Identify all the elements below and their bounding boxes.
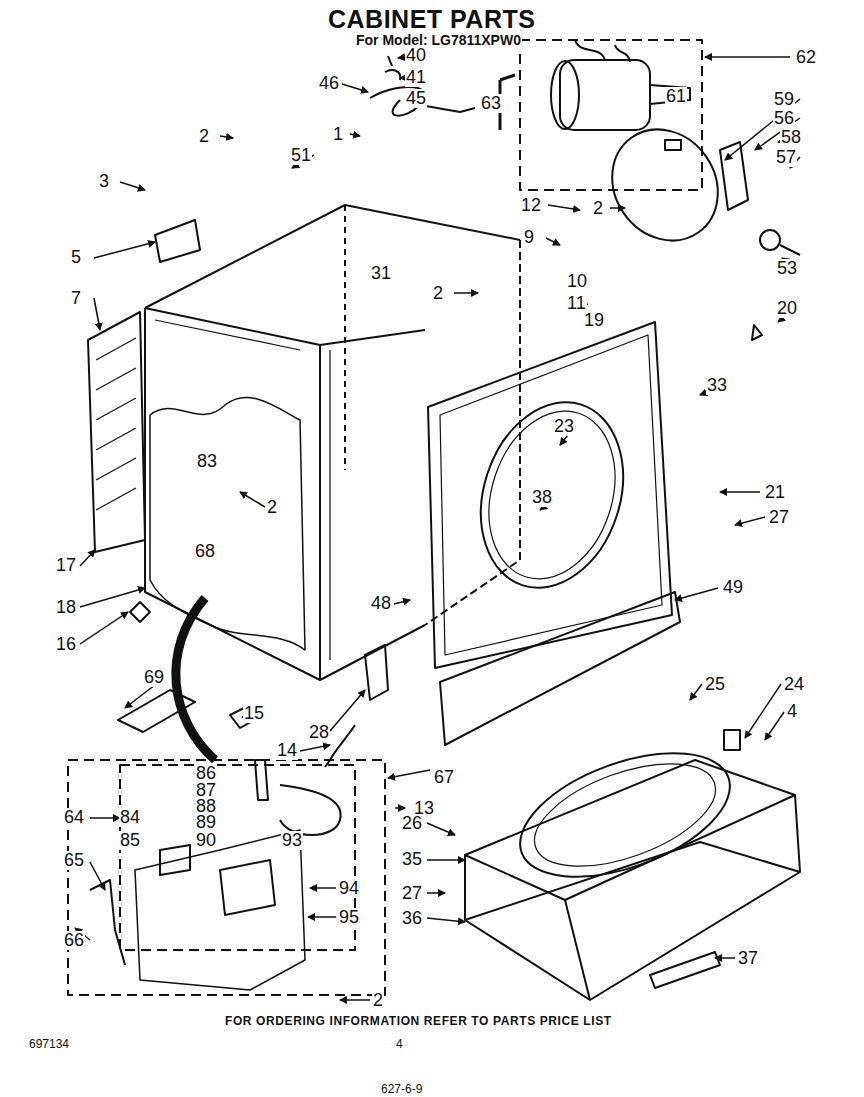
- callout-number: 12: [520, 196, 542, 215]
- callout-number: 1: [332, 125, 344, 144]
- callout-number: 41: [405, 68, 427, 87]
- callout-number: 69: [143, 668, 165, 687]
- callout-number: 17: [55, 556, 77, 575]
- diagram-title: CABINET PARTS: [327, 6, 536, 32]
- callout-number: 48: [370, 594, 392, 613]
- callout-number: 84: [119, 808, 141, 827]
- callout-number: 61: [665, 87, 687, 106]
- callout-number: 58: [780, 128, 802, 147]
- callout-number: 15: [243, 704, 265, 723]
- callout-number: 83: [196, 452, 218, 471]
- page-number: 4: [395, 1038, 404, 1051]
- callout-number: 2: [198, 127, 210, 146]
- callout-number: 16: [55, 635, 77, 654]
- callout-number: 37: [737, 949, 759, 968]
- callout-number: 9: [523, 228, 535, 247]
- callout-number: 33: [706, 376, 728, 395]
- callout-number: 4: [786, 702, 798, 721]
- callout-number: 10: [566, 272, 588, 291]
- callout-number: 23: [553, 417, 575, 436]
- callout-number: 89: [195, 813, 217, 832]
- callout-number: 40: [405, 46, 427, 65]
- callout-number: 51: [290, 146, 312, 165]
- callout-number: 94: [338, 879, 360, 898]
- callout-number: 2: [266, 498, 278, 517]
- callout-number: 18: [55, 598, 77, 617]
- callout-number: 57: [775, 148, 797, 167]
- callout-number: 85: [119, 831, 141, 850]
- callout-number: 62: [795, 48, 817, 67]
- callout-number: 46: [318, 74, 340, 93]
- ordering-note: FOR ORDERING INFORMATION REFER TO PARTS …: [224, 1015, 613, 1028]
- callout-number: 24: [783, 675, 805, 694]
- callout-number: 26: [401, 814, 423, 833]
- callout-number: 93: [281, 831, 303, 850]
- callout-number: 25: [704, 675, 726, 694]
- callout-number: 95: [338, 908, 360, 927]
- callout-number: 45: [405, 89, 427, 108]
- callout-number: 65: [63, 851, 85, 870]
- callout-number: 38: [531, 488, 553, 507]
- callout-number: 2: [372, 991, 384, 1010]
- callout-number: 67: [433, 768, 455, 787]
- callout-number: 90: [195, 831, 217, 850]
- callout-number: 2: [432, 284, 444, 303]
- drawing-number: 697134: [28, 1038, 70, 1051]
- callout-number: 35: [401, 850, 423, 869]
- callout-number: 14: [276, 741, 298, 760]
- callout-number: 2: [592, 199, 604, 218]
- callout-number: 5: [70, 248, 82, 267]
- model-label: For Model: LG7811XPW0: [355, 33, 522, 48]
- callout-number: 64: [63, 808, 85, 827]
- callout-number: 7: [70, 289, 82, 308]
- code-mark: 627-6-9: [380, 1083, 423, 1096]
- callout-number: 20: [776, 299, 798, 318]
- callout-number: 63: [480, 94, 502, 113]
- callout-number: 3: [98, 172, 110, 191]
- callout-number: 59: [773, 90, 795, 109]
- callout-number: 53: [776, 259, 798, 278]
- callout-number: 21: [764, 483, 786, 502]
- callout-number: 56: [773, 109, 795, 128]
- callout-number: 36: [401, 909, 423, 928]
- callout-number: 19: [583, 311, 605, 330]
- callout-number: 68: [194, 542, 216, 561]
- callout-number: 31: [370, 264, 392, 283]
- callout-number: 66: [63, 931, 85, 950]
- callout-number: 49: [722, 578, 744, 597]
- callout-number: 27: [768, 508, 790, 527]
- callout-number: 27: [401, 884, 423, 903]
- callout-number: 28: [308, 723, 330, 742]
